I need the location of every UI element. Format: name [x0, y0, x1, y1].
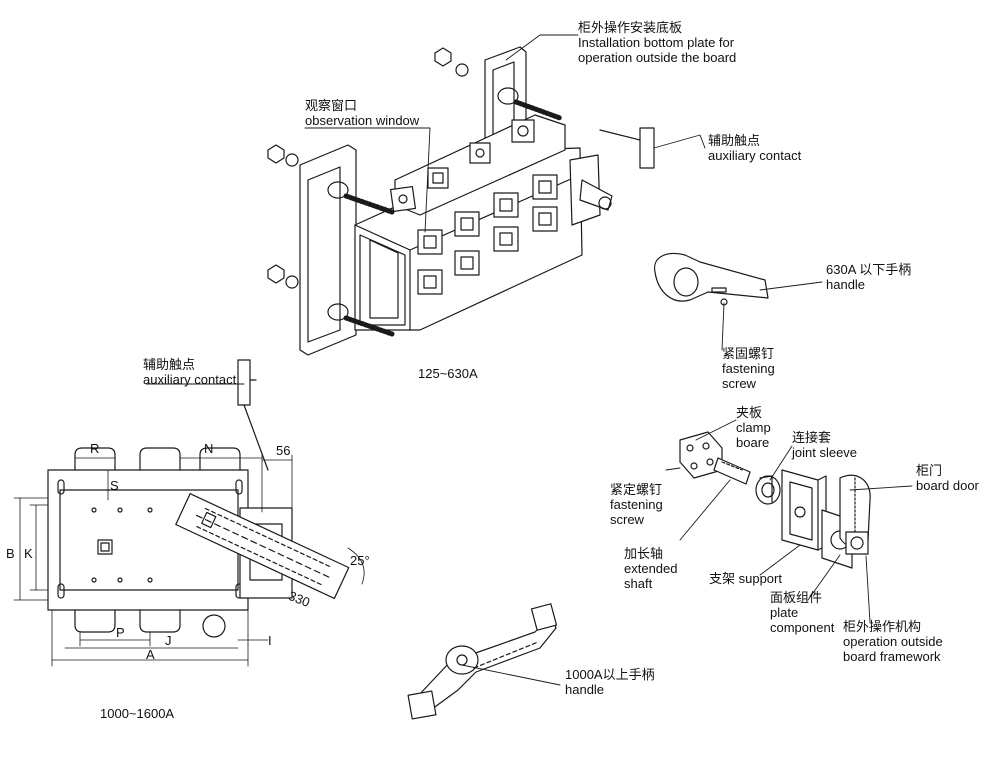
- dim-J: J: [165, 633, 172, 648]
- operation-mechanism: [679, 431, 871, 569]
- label-auxiliary-contact-top: 辅助触点 auxiliary contact: [708, 133, 802, 163]
- label-clamp-board: 夹板 clamp boare: [736, 405, 771, 450]
- dim-P: P: [116, 625, 125, 640]
- label-handle-630a: 630A 以下手柄 handle: [826, 262, 912, 292]
- leader-lines: [145, 34, 913, 686]
- label-support: 支架 support: [709, 571, 782, 586]
- auxiliary-contact-left-part: [237, 359, 251, 406]
- dim-N: N: [204, 441, 214, 456]
- label-auxiliary-contact-left: 辅助触点 auxiliary contact: [143, 357, 237, 387]
- dim-R: R: [90, 441, 100, 456]
- label-operation-framework: 柜外操作机构 operation outside board framework: [843, 619, 943, 664]
- caption-1000-1600a: 1000~1600A: [100, 706, 175, 721]
- caption-125-630a: 125~630A: [418, 366, 478, 381]
- switch-front-view-1000-1600a: [47, 359, 350, 638]
- dim-I: I: [268, 633, 272, 648]
- label-installation-plate: 柜外操作安装底板 Installation bottom plate for o…: [578, 20, 737, 65]
- handle-1000a: [407, 603, 558, 720]
- label-observation-window: 观察窗口 observation window: [305, 98, 420, 128]
- label-extended-shaft: 加长轴 extended shaft: [624, 546, 678, 591]
- label-fastening-screw-top: 紧固螺钉 fastening screw: [722, 346, 775, 391]
- switch-assembly-125-630a: [267, 46, 655, 356]
- handle-630a: [654, 252, 769, 306]
- dimension-lines: [13, 452, 365, 667]
- dim-A: A: [146, 647, 155, 662]
- dim-B: B: [6, 546, 15, 561]
- auxiliary-contact-part: [639, 127, 655, 169]
- dim-56: 56: [276, 443, 291, 458]
- terminal-windows: [417, 174, 558, 295]
- dim-angle: 25°: [350, 553, 370, 568]
- label-plate-component: 面板组件 plate component: [770, 590, 835, 635]
- label-handle-1000a: 1000A以上手柄 handle: [565, 667, 655, 697]
- label-fastening-screw-right: 紧定螺钉 fastening screw: [610, 482, 663, 527]
- dim-K: K: [24, 546, 33, 561]
- label-board-door: 柜门 board door: [916, 463, 979, 493]
- bolts: [267, 47, 563, 337]
- label-joint-sleeve: 连接套 joint sleeve: [792, 430, 858, 460]
- dim-S: S: [110, 478, 119, 493]
